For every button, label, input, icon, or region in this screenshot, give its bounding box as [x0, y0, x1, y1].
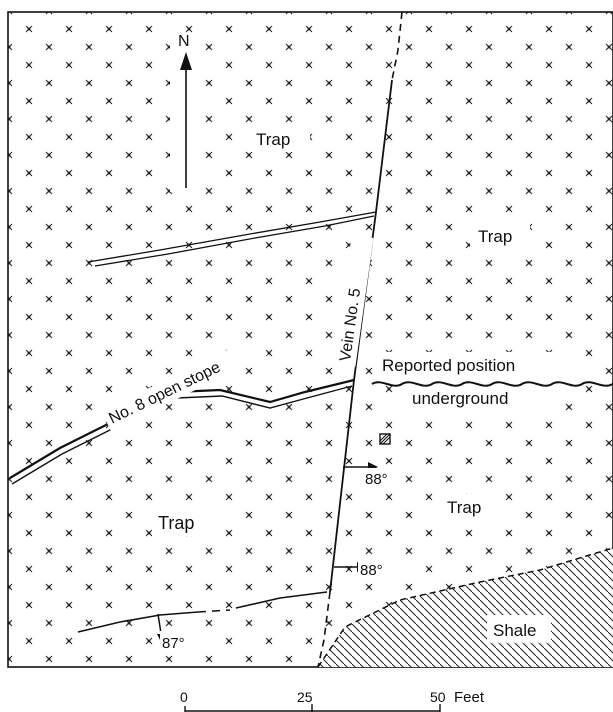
shale-contact: [317, 547, 613, 667]
dip-label-upper: 88°: [365, 471, 388, 488]
north-label: N: [178, 33, 190, 50]
open-stope: [9, 378, 355, 485]
vein-trace-dashed-north: [391, 11, 403, 81]
shaft-symbol-hatch: [379, 433, 391, 445]
label-trap-sw: Trap: [158, 513, 194, 533]
label-trap-nw: Trap: [256, 130, 290, 149]
map-frame: [7, 11, 613, 668]
north-fault: [87, 211, 377, 267]
dip-label-fault: 87°: [162, 635, 185, 652]
label-halos: [152, 126, 582, 643]
vein-label-bg: [333, 234, 374, 367]
dip-label-lower: 88°: [360, 562, 383, 579]
label-trap-ne: Trap: [478, 227, 512, 246]
north-arrow-icon: [180, 52, 192, 70]
vein-trace-dashed-south: [317, 591, 331, 668]
scale-unit: Feet: [454, 689, 485, 706]
dip-label-fault-bg: [160, 631, 196, 651]
label-reported-line1: Reported position: [382, 356, 515, 375]
scale-tick-25: 25: [297, 689, 313, 705]
label-trap-se: Trap: [447, 498, 481, 517]
label-reported-line2: underground: [412, 389, 508, 408]
dip-label-lower-bg: [358, 559, 394, 579]
south-fault: [77, 591, 328, 633]
reported-vein-position: [371, 381, 613, 387]
dip-label-upper-bg: [363, 468, 399, 488]
scale-bar: 0 25 50 Feet: [180, 689, 485, 712]
label-shale: Shale: [493, 621, 536, 640]
scale-tick-50: 50: [430, 689, 446, 705]
scale-tick-0: 0: [180, 689, 188, 705]
stope-label-bg: [101, 335, 268, 432]
scale-ticks: [184, 704, 441, 712]
